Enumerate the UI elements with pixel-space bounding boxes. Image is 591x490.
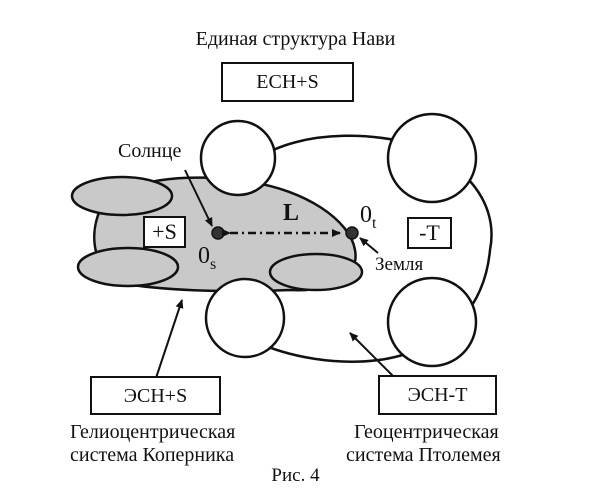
arrow-sun-label <box>184 169 213 227</box>
caption-right-line2: система Птолемея <box>346 444 501 466</box>
white-circle-bottom-right <box>386 276 478 368</box>
right-inner-box: -T <box>407 217 452 249</box>
left-inner-box-label: +S <box>152 219 177 244</box>
grey-ellipse-lower-left <box>76 246 180 288</box>
caption-left-line1: Гелиоцентрическая <box>70 421 236 443</box>
top-box-label: ЕСН+S <box>256 71 319 93</box>
figure-caption: Рис. 4 <box>271 465 320 486</box>
earth-label: Земля <box>375 254 424 275</box>
bottom-left-box-label: ЭСН+S <box>123 385 188 407</box>
point-t-label: 0t <box>360 202 377 232</box>
arrow-eshs-box <box>155 299 184 379</box>
point-t-sub: t <box>372 215 377 232</box>
distance-label: L <box>283 200 300 226</box>
grey-ellipse-lower-middle <box>268 252 364 292</box>
point-s-label: 0s <box>198 243 217 273</box>
white-circle-top-left <box>199 119 277 197</box>
white-circle-top-right <box>386 112 478 204</box>
bottom-left-box: ЭСН+S <box>90 376 221 415</box>
top-box: ЕСН+S <box>221 62 354 102</box>
caption-left-line2: система Коперника <box>70 444 235 466</box>
point-sun <box>211 226 225 240</box>
sun-label: Солнце <box>118 140 182 162</box>
point-s-sub: s <box>210 256 217 273</box>
arrow-esht-box <box>349 332 396 379</box>
diagram-title: Единая структура Нави <box>195 28 396 50</box>
point-earth <box>345 226 359 240</box>
left-inner-box: +S <box>143 216 186 248</box>
bottom-right-box: ЭСН-Т <box>378 375 497 415</box>
point-t-main: 0 <box>360 202 372 228</box>
right-inner-box-label: -T <box>419 220 440 245</box>
bottom-right-box-label: ЭСН-Т <box>407 384 468 406</box>
arrow-earth-label <box>359 237 379 254</box>
caption-right-line1: Геоцентрическая <box>354 421 499 443</box>
point-s-main: 0 <box>198 243 210 269</box>
white-circle-bottom-left <box>204 277 286 359</box>
grey-ellipse-upper-left <box>70 175 174 217</box>
